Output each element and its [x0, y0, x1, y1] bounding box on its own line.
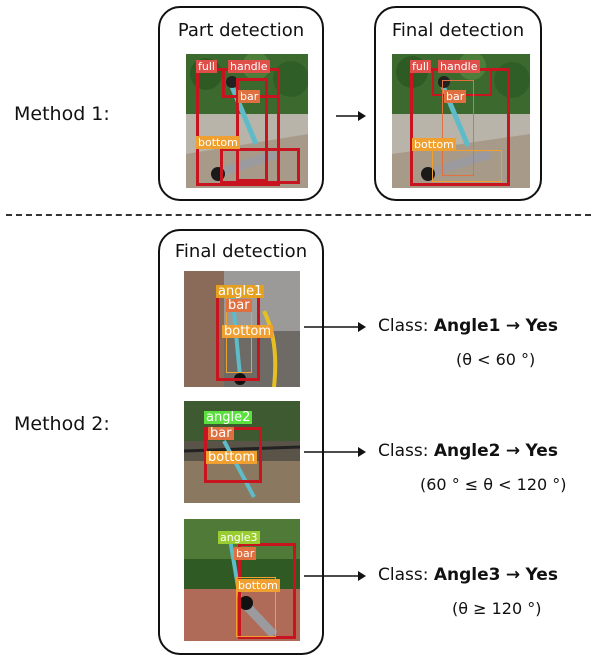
tag-handle-final: handle: [438, 60, 480, 73]
tag-bar: bar: [238, 90, 261, 103]
class-result-row3-yes: Yes: [525, 565, 558, 585]
tag-angle3: angle3: [218, 531, 260, 544]
tag-bar-angle1: bar: [226, 298, 252, 313]
arrow-row2: [304, 447, 366, 457]
tag-bottom-angle2: bottom: [206, 450, 258, 465]
scooter-photo-part: full handle bar bottom: [186, 54, 308, 188]
box-bottom: [220, 148, 300, 184]
tag-angle1: angle1: [216, 284, 265, 299]
box-bottom-angle3: [236, 577, 276, 637]
class-prefix-row1: Class:: [378, 316, 429, 336]
class-result-row1: Class: Angle1 → Yes: [378, 316, 558, 336]
arrow-row3: [304, 571, 366, 581]
box-bottom-final: [432, 150, 502, 182]
class-result-row2: Class: Angle2 → Yes: [378, 441, 558, 461]
tag-bottom: bottom: [196, 136, 240, 149]
section-divider: [6, 214, 591, 216]
class-name-row1: Angle1: [433, 316, 501, 336]
tag-bar-angle3: bar: [234, 547, 257, 560]
class-arrow-row2: →: [505, 441, 521, 461]
scooter-photo-angle2: angle2 bar bottom: [184, 401, 300, 503]
condition-row3: (θ ≥ 120 °): [452, 599, 542, 618]
tag-bar-angle2: bar: [208, 426, 234, 441]
final-detection-title-m1: Final detection: [391, 20, 525, 41]
condition-row2: (60 ° ≤ θ < 120 °): [420, 475, 567, 494]
part-detection-title: Part detection: [177, 20, 305, 41]
tag-bottom-angle1: bottom: [222, 324, 274, 339]
class-arrow-row1: →: [505, 316, 521, 336]
part-detection-panel: Part detection full handle bar bottom: [158, 6, 324, 201]
method1-label: Method 1:: [14, 103, 110, 125]
scooter-photo-angle1: angle1 bar bottom: [184, 271, 300, 387]
class-result-row1-yes: Yes: [525, 316, 558, 336]
tag-bar-final: bar: [444, 90, 467, 103]
method2-label: Method 2:: [14, 413, 110, 435]
class-name-row2: Angle2: [433, 441, 501, 461]
tag-angle2: angle2: [204, 410, 253, 425]
scooter-photo-final: full handle bar bottom: [392, 54, 530, 188]
method1-arrow: [336, 111, 366, 121]
tag-handle: handle: [228, 60, 270, 73]
tag-full-final: full: [410, 60, 431, 73]
final-detection-title-m2: Final detection: [174, 241, 308, 262]
arrow-row1: [304, 322, 366, 332]
final-detection-panel-m2: Final detection angle1 bar bottom angle2…: [158, 229, 324, 655]
tag-full: full: [196, 60, 217, 73]
class-arrow-row3: →: [505, 565, 521, 585]
condition-row1: (θ < 60 °): [456, 350, 536, 369]
class-name-row3: Angle3: [433, 565, 501, 585]
tag-bottom-final: bottom: [412, 138, 456, 151]
scooter-scene: [186, 54, 308, 188]
tag-bottom-angle3: bottom: [236, 579, 280, 592]
class-result-row2-yes: Yes: [525, 441, 558, 461]
final-detection-panel-m1: Final detection full handle bar bottom: [374, 6, 542, 201]
class-prefix-row2: Class:: [378, 441, 429, 461]
class-prefix-row3: Class:: [378, 565, 429, 585]
scooter-photo-angle3: angle3 bar bottom: [184, 519, 300, 641]
class-result-row3: Class: Angle3 → Yes: [378, 565, 558, 585]
box-bar-final: [442, 80, 474, 176]
box-bar: [236, 78, 268, 182]
